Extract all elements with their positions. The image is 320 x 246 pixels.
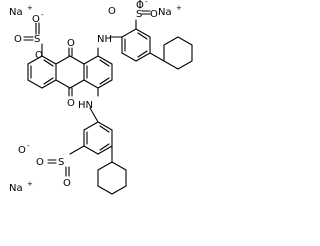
oxygen-upper-right: O (150, 9, 158, 20)
amine-bottom: HN (78, 100, 93, 111)
oxygen-lower-bottom: O (63, 178, 71, 189)
minus-charge-left: - (41, 11, 44, 19)
carbonyl-oxygen-bottom: O (67, 98, 75, 109)
oxygen-anion-lower: O (18, 145, 26, 156)
atom-labels: Na + O - O S O O O NH Na + O S O O - HN … (9, 0, 182, 194)
sulfur-left: S (34, 34, 40, 45)
oxygen-anion-left: O (32, 14, 40, 25)
oxygen-anion-upper: O (136, 0, 144, 11)
sodium-ion-1: Na (9, 7, 23, 18)
oxygen-left-lower: O (35, 50, 43, 61)
sulfur-upper: S (136, 9, 142, 20)
minus-charge-lower: - (27, 142, 30, 150)
molecule-svg: Na + O - O S O O O NH Na + O S O O - HN … (9, 0, 193, 195)
sodium-charge-2: + (176, 4, 182, 12)
oxygen-lower-left: O (36, 157, 44, 168)
sodium-ion-2: Na (158, 7, 172, 18)
carbonyl-oxygen-top: O (67, 38, 75, 49)
sodium-charge-1: + (27, 4, 33, 12)
oxygen-upper-left: O (108, 6, 116, 17)
amine-top: NH (97, 34, 112, 45)
sodium-ion-3: Na (9, 183, 23, 194)
bonds (23, 0, 193, 195)
structure-diagram: Na + O - O S O O O NH Na + O S O O - HN … (9, 0, 193, 195)
oxygen-left: O (14, 34, 22, 45)
sulfur-lower: S (58, 157, 64, 168)
sodium-charge-3: + (27, 180, 33, 188)
minus-charge-upper: - (145, 0, 148, 6)
